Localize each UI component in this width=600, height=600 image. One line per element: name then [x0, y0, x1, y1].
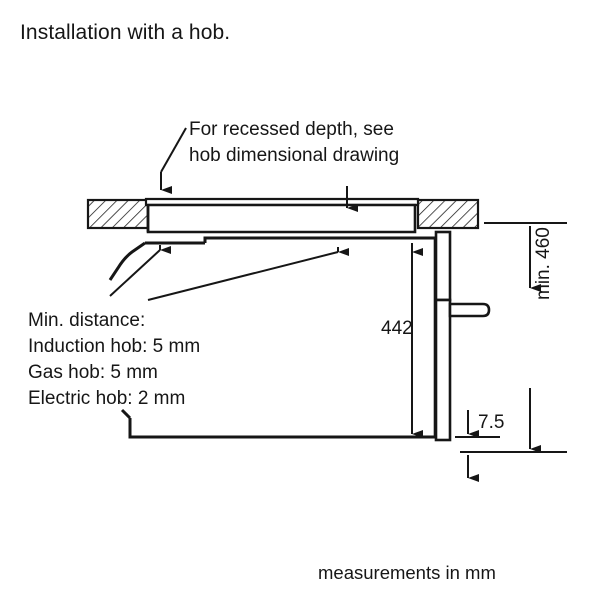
leader-recessed-depth: [160, 127, 187, 194]
leader-min-distance-lower: [147, 247, 349, 301]
worktop-hatched-right: [416, 198, 480, 230]
worktop-hatched-left: [86, 198, 150, 230]
dimension-label-min-460: min. 460: [533, 227, 554, 300]
note-min-distance: Min. distance: Induction hob: 5 mm Gas h…: [28, 308, 200, 412]
dimension-label-442: 442: [381, 318, 413, 339]
door-handle: [448, 302, 491, 318]
dimension-min-460: [460, 222, 567, 453]
note-min-distance-electric: Electric hob: 2 mm: [28, 388, 186, 409]
oven-door: [433, 230, 452, 442]
note-min-distance-heading: Min. distance:: [28, 310, 146, 331]
note-min-distance-gas: Gas hob: 5 mm: [28, 362, 158, 383]
hob-panel: [144, 197, 420, 234]
leader-min-distance-upper: [109, 245, 171, 297]
dimension-label-7-5: 7.5: [478, 412, 505, 433]
note-recessed-depth-line1: For recessed depth, see: [189, 119, 394, 140]
note-min-distance-induction: Induction hob: 5 mm: [28, 336, 201, 357]
note-recessed-depth-line2: hob dimensional drawing: [189, 145, 400, 166]
note-recessed-depth: For recessed depth, see hob dimensional …: [189, 117, 399, 169]
oven-body: [108, 236, 437, 439]
footer-note: measurements in mm: [318, 562, 496, 583]
dimension-7-5: [455, 410, 500, 482]
page-title: Installation with a hob.: [20, 21, 231, 44]
